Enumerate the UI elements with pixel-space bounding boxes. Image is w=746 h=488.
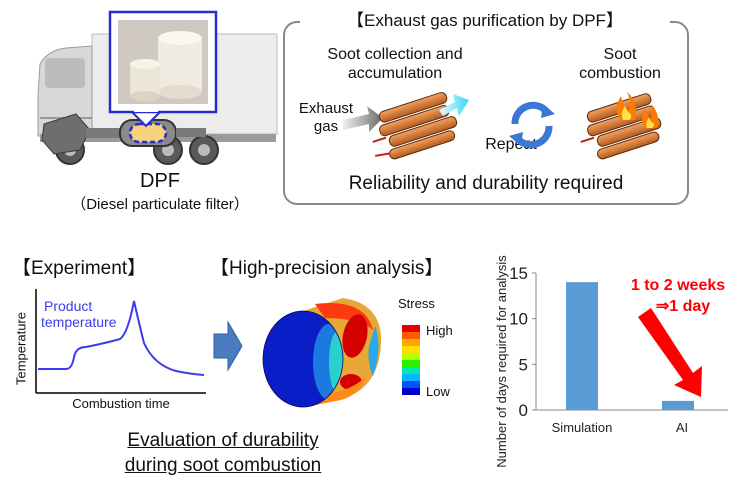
- chart-y-tick-label: 0: [519, 401, 528, 420]
- dpf-label: DPF: [140, 170, 180, 192]
- chart-annotation-line-1: 1 to 2 weeks: [631, 277, 725, 294]
- chart-category-label: AI: [676, 420, 688, 435]
- flame-icon: [616, 92, 659, 128]
- truck-illustration: [37, 10, 278, 165]
- stress-simulation-cylinder: [262, 298, 382, 408]
- experiment-curve-label-1: Product: [44, 298, 93, 314]
- clean-gas-arrow: [439, 94, 469, 116]
- reduction-arrow-icon: [638, 308, 702, 397]
- stress-legend-low: Low: [426, 384, 450, 399]
- analysis-title: 【High-precision analysis】: [210, 258, 444, 279]
- dpf-callout-pointer: [131, 111, 161, 128]
- evaluation-caption-line-2: during soot combustion: [124, 455, 322, 476]
- evaluation-caption: Evaluation of durability during soot com…: [98, 428, 348, 478]
- filter-collection-illustration: [372, 92, 458, 160]
- stress-legend-high: High: [426, 323, 453, 338]
- exhaust-gas-label-1: Exhaust: [298, 100, 354, 117]
- stress-legend-title: Stress: [398, 296, 435, 311]
- repeat-cycle-icon: [509, 101, 555, 149]
- dpf-highlight: [128, 122, 168, 144]
- chart-bar-ai: [662, 400, 694, 410]
- chart-y-axis-label: Number of days required for analysis: [494, 255, 509, 468]
- soot-combustion-label-2: combustion: [579, 65, 661, 82]
- stress-scale-swatch: [402, 360, 420, 368]
- experiment-curve-label-2: temperature: [41, 314, 117, 330]
- stress-scale-swatch: [402, 353, 420, 361]
- soot-collection-label-2: accumulation: [347, 65, 443, 82]
- experiment-title: 【Experiment】: [12, 258, 147, 279]
- stress-scale-swatch: [402, 339, 420, 347]
- exhaust-gas-label-2: gas: [313, 118, 339, 135]
- chart-annotation-line-2: ⇒1 day: [656, 298, 710, 315]
- dpf-photo: [118, 20, 208, 104]
- chart-bar-simulation: [566, 282, 598, 410]
- dpf-sublabel: （Diesel particulate filter）: [71, 196, 249, 213]
- engine-block: [41, 113, 91, 155]
- stress-color-scale: [402, 325, 420, 395]
- chart-y-tick-label: 10: [509, 310, 528, 329]
- soot-collection-label-1: Soot collection and: [327, 46, 463, 63]
- experiment-ylabel: Temperature: [13, 312, 29, 385]
- experiment-xlabel: Combustion time: [72, 396, 170, 411]
- exhaust-gas-arrow: [343, 106, 383, 132]
- stress-scale-swatch: [402, 381, 420, 389]
- stress-scale-swatch: [402, 332, 420, 340]
- chart-y-tick-label: 15: [509, 264, 528, 283]
- product-temperature-curve: [38, 300, 205, 376]
- chart-y-tick-label: 5: [519, 355, 528, 374]
- chart-category-label: Simulation: [552, 420, 613, 435]
- stress-scale-swatch: [402, 346, 420, 354]
- flow-arrow-icon: [213, 320, 243, 372]
- stress-scale-swatch: [402, 325, 420, 333]
- soot-combustion-label-1: Soot: [603, 46, 637, 63]
- stress-scale-swatch: [402, 367, 420, 375]
- stress-scale-swatch: [402, 374, 420, 382]
- purification-title: 【Exhaust gas purification by DPF】: [300, 6, 670, 31]
- evaluation-caption-line-1: Evaluation of durability: [127, 430, 319, 451]
- stress-scale-swatch: [402, 388, 420, 395]
- purification-graphics: [343, 92, 662, 160]
- experiment-temperature-graph: [35, 289, 206, 394]
- truck-window: [45, 58, 85, 88]
- reliability-label: Reliability and durability required: [348, 173, 624, 194]
